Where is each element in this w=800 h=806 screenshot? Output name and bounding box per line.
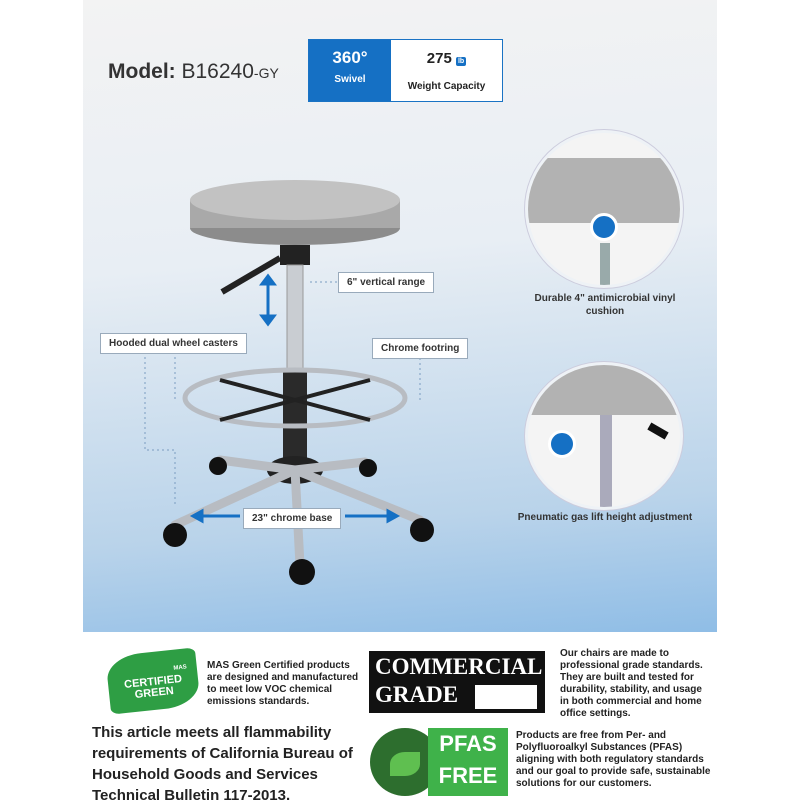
detail-cushion-image bbox=[525, 130, 683, 288]
gaslift-caption: Pneumatic gas lift height adjustment bbox=[517, 512, 693, 523]
detail-gaslift-image bbox=[525, 362, 683, 510]
wrench-fist-icon bbox=[475, 685, 537, 709]
flammability-text: This article meets all flammability requ… bbox=[92, 724, 353, 804]
mas-text: MAS Green Certified products are designe… bbox=[207, 660, 359, 707]
swivel-label: Swivel bbox=[334, 74, 366, 85]
pfas-text: Products are free from Per- and Polyfluo… bbox=[516, 730, 711, 789]
callout-casters: Hooded dual wheel casters bbox=[100, 333, 247, 354]
callout-vertical-range: 6" vertical range bbox=[338, 272, 435, 293]
model-label: Model: B16240-GY bbox=[108, 60, 279, 83]
swivel-value: 360° bbox=[332, 48, 368, 67]
product-image bbox=[83, 0, 717, 632]
callout-footring: Chrome footring bbox=[372, 338, 469, 359]
swivel-spec: 360° Swivel bbox=[309, 40, 391, 101]
callout-base: 23" chrome base bbox=[243, 508, 342, 529]
antimicrobial-icon bbox=[590, 213, 618, 241]
gaslift-icon bbox=[548, 430, 576, 458]
commercial-text: Our chairs are made to professional grad… bbox=[560, 648, 703, 719]
stool-illustration bbox=[144, 180, 434, 585]
leaf-icon bbox=[390, 752, 420, 776]
weight-value: 275 bbox=[426, 50, 452, 67]
weight-label: Weight Capacity bbox=[407, 81, 486, 92]
cushion-caption: Durable 4" antimicrobial vinyl cushion bbox=[534, 293, 676, 317]
weight-icon: lb bbox=[455, 57, 467, 66]
